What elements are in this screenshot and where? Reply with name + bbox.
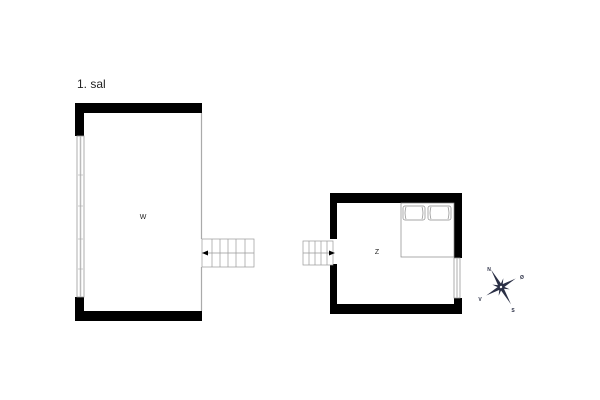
room-label-w: W bbox=[140, 214, 147, 221]
compass-south: S bbox=[511, 308, 515, 314]
stair-arrow-icon bbox=[202, 250, 208, 256]
double-bed bbox=[400, 202, 455, 258]
staircase-w bbox=[201, 238, 255, 268]
stair-arrow-icon bbox=[329, 250, 335, 256]
window-left bbox=[76, 135, 85, 298]
staircase-z bbox=[302, 240, 335, 266]
compass-north: N bbox=[487, 267, 491, 273]
room-w: W bbox=[75, 103, 203, 321]
floor-label: 1. sal bbox=[77, 77, 106, 91]
room-z: Z bbox=[330, 193, 462, 314]
compass-west: V bbox=[478, 297, 482, 303]
window-right bbox=[453, 257, 461, 299]
compass-east: Ø bbox=[520, 275, 524, 281]
compass-rose-icon bbox=[486, 269, 516, 305]
room-label-z: Z bbox=[375, 249, 380, 256]
